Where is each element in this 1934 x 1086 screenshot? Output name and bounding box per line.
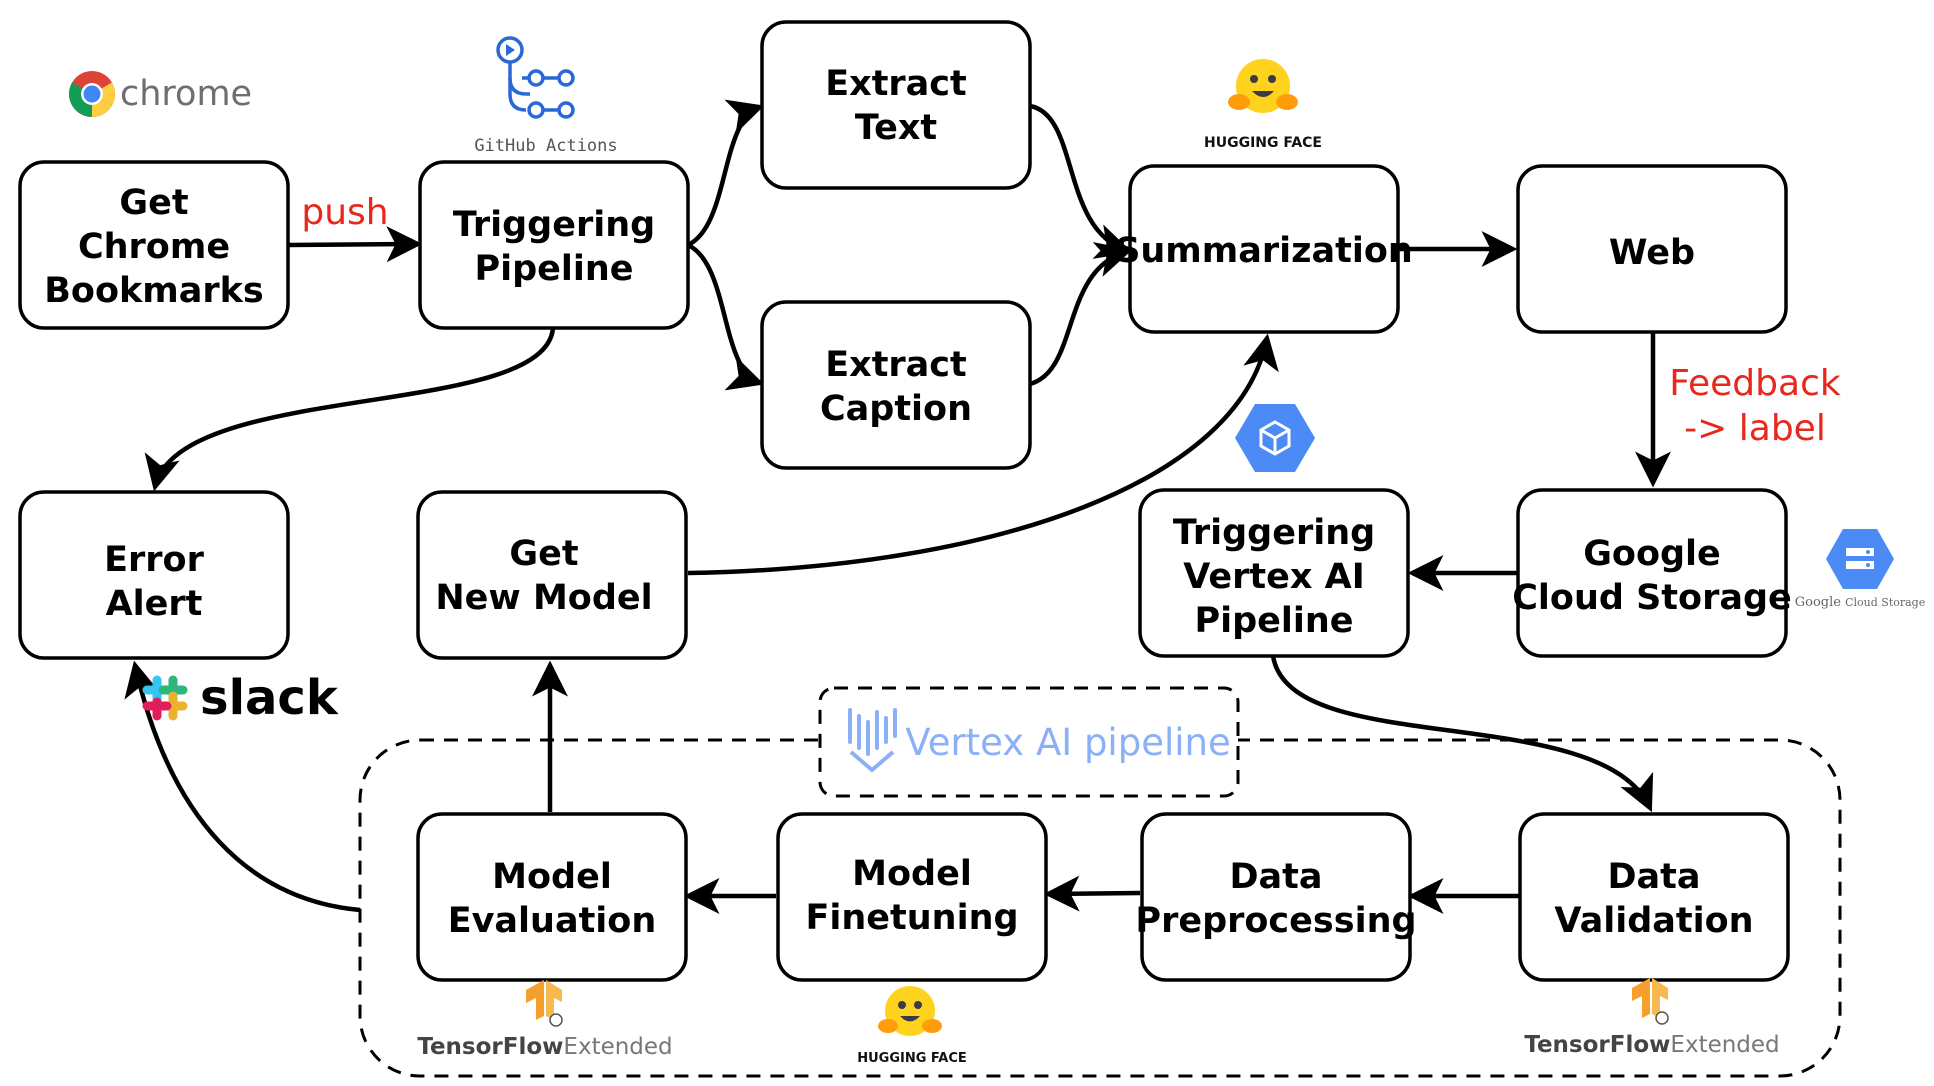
edges: [124, 99, 1671, 914]
google-cloud-storage-logo: Google Cloud Storage: [1795, 529, 1926, 610]
node-text-line: Model: [852, 854, 972, 894]
node-get-new-model: Get New Model: [416, 490, 688, 660]
edge-label-feedback: Feedback: [1669, 363, 1841, 404]
node-data-preprocessing: Data Preprocessing: [1135, 812, 1417, 982]
tfx-label-bold: TensorFlow: [1524, 1032, 1670, 1058]
cloud-storage-label: Google Cloud Storage: [1795, 595, 1926, 610]
node-text-line: Bookmarks: [44, 271, 264, 311]
tfx-label-light: Extended: [1670, 1032, 1779, 1058]
node-text-line: Finetuning: [805, 898, 1018, 938]
tfx-label-light: Extended: [563, 1034, 672, 1060]
cloud-storage-icon: [1826, 529, 1894, 589]
chrome-wordmark: chrome: [120, 74, 252, 114]
vertex-ai-pipeline-group: Vertex AI pipeline: [358, 686, 1842, 1078]
slack-wordmark: slack: [200, 670, 339, 726]
edge-extract-text-to-summarization: [1029, 103, 1133, 259]
node-text-line: Validation: [1554, 901, 1753, 941]
node-text-line: Caption: [820, 389, 972, 429]
node-text-line: Model: [492, 857, 612, 897]
edge-trigger-to-extract-text: [686, 99, 765, 248]
node-model-evaluation: Model Evaluation: [416, 812, 688, 982]
node-text-line: Preprocessing: [1135, 901, 1416, 941]
tfx-logo-right: TensorFlowExtended: [1524, 978, 1780, 1058]
github-actions-label: GitHub Actions: [474, 136, 617, 156]
node-text-line: Chrome: [78, 227, 230, 267]
node-text-line: Google: [1583, 534, 1721, 574]
github-actions-logo: GitHub Actions: [474, 36, 618, 156]
chrome-icon: [69, 71, 115, 117]
node-text-line: Vertex AI: [1183, 557, 1365, 597]
edge-extract-caption-to-summarization: [1029, 242, 1133, 387]
node-text-line: Get: [509, 534, 578, 574]
node-text-line: New Model: [435, 578, 652, 618]
edge-label-label: -> label: [1684, 408, 1826, 449]
tfx-logo-left: TensorFlowExtended: [417, 980, 673, 1060]
node-extract-caption: Extract Caption: [760, 300, 1032, 470]
node-text-line: Triggering: [453, 205, 655, 245]
group-label: Vertex AI pipeline: [905, 721, 1230, 764]
node-text-line: Pipeline: [1194, 601, 1353, 641]
node-web: Web: [1516, 164, 1788, 334]
edge-trigger-vertex-to-data-validation: [1270, 655, 1654, 813]
node-get-chrome-bookmarks: Get Chrome Bookmarks: [18, 160, 290, 330]
hugging-face-label: HUGGING FACE: [1204, 135, 1322, 151]
hugging-face-logo-top: HUGGING FACE: [1204, 59, 1322, 151]
node-text-line: Summarization: [1115, 231, 1413, 271]
node-text-line: Cloud Storage: [1512, 578, 1792, 618]
tfx-label: TensorFlowExtended: [1524, 1032, 1779, 1058]
edge-trigger-to-error-alert: [144, 327, 556, 492]
node-text-line: Pipeline: [474, 249, 633, 289]
hugging-face-label: HUGGING FACE: [857, 1051, 967, 1066]
edge-bookmarks-to-trigger: [287, 226, 423, 263]
tensorflow-icon: [1632, 978, 1669, 1025]
slack-icon: [142, 675, 188, 721]
hugging-face-icon: [878, 986, 942, 1036]
edge-get-new-model-to-summarization: [687, 333, 1279, 576]
node-text-line: Web: [1609, 233, 1695, 273]
edge-preprocessing-to-finetuning: [1043, 875, 1141, 912]
edge-pipeline-to-error-alert: [124, 660, 361, 913]
slack-logo: slack: [142, 670, 339, 726]
node-summarization: Summarization: [1115, 164, 1413, 334]
edge-label-push: push: [301, 192, 388, 233]
node-text-line: Get: [119, 183, 188, 223]
cloud-storage-label-google: Google: [1795, 595, 1842, 610]
github-actions-icon: [496, 36, 575, 119]
vertex-pipelines-icon: [848, 708, 897, 773]
node-text-line: Evaluation: [448, 901, 657, 941]
node-error-alert: Error Alert: [18, 490, 290, 660]
node-text-line: Data: [1607, 857, 1700, 897]
node-text-line: Extract: [825, 345, 967, 385]
node-text-line: Triggering: [1173, 513, 1375, 553]
node-data-validation: Data Validation: [1518, 812, 1790, 982]
node-google-cloud-storage: Google Cloud Storage: [1512, 488, 1792, 658]
node-text-line: Error: [104, 540, 204, 580]
chrome-logo: chrome: [69, 71, 252, 117]
vertex-ai-icon: [1235, 404, 1315, 472]
tfx-label: TensorFlowExtended: [417, 1034, 672, 1060]
node-text-line: Extract: [825, 64, 967, 104]
edge-trigger-to-extract-caption: [686, 242, 765, 391]
node-triggering-pipeline: Triggering Pipeline: [418, 160, 690, 330]
tensorflow-icon: [526, 980, 563, 1027]
node-model-finetuning: Model Finetuning: [776, 812, 1048, 982]
hugging-face-icon: [1228, 59, 1298, 113]
node-text-line: Data: [1229, 857, 1322, 897]
node-text-line: Text: [855, 108, 937, 148]
hugging-face-logo-bottom: HUGGING FACE: [857, 986, 967, 1066]
tfx-label-bold: TensorFlow: [417, 1034, 563, 1060]
node-triggering-vertex-ai-pipeline: Triggering Vertex AI Pipeline: [1138, 488, 1410, 658]
cloud-storage-label-rest: Cloud Storage: [1845, 596, 1925, 609]
node-extract-text: Extract Text: [760, 20, 1032, 190]
vertex-ai-logo: [1235, 404, 1315, 472]
node-text-line: Alert: [106, 584, 203, 624]
